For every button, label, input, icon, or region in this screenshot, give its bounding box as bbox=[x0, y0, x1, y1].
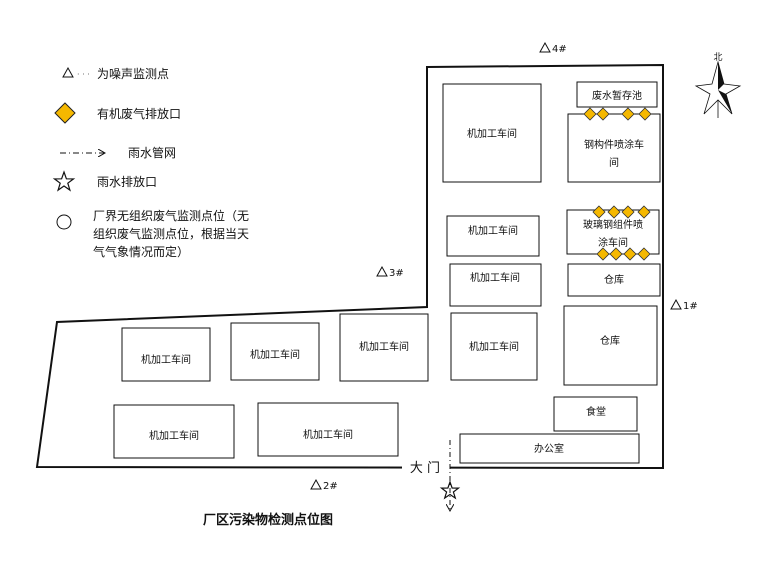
building-office bbox=[459, 433, 640, 464]
building-warehouse-1-label: 仓库 bbox=[604, 273, 624, 286]
legend-fugitive-line2: 组织废气监测点位，根据当天 bbox=[93, 226, 249, 241]
noise-point-4-label: 4# bbox=[552, 44, 567, 55]
fugitive-point-icon bbox=[56, 214, 72, 230]
building-wastewater-pool-label: 废水暂存池 bbox=[592, 89, 642, 102]
legend-dots: · · · bbox=[77, 70, 90, 79]
organic-exhaust-diamond bbox=[607, 205, 621, 219]
legend-pipe-label: 雨水管网 bbox=[128, 145, 176, 160]
noise-point-2-icon bbox=[310, 478, 322, 490]
building-machining-8 bbox=[113, 404, 235, 459]
building-machining-2 bbox=[446, 215, 540, 257]
main-gate-label: 大 门 bbox=[410, 461, 440, 476]
building-machining-3-label: 机加工车间 bbox=[470, 271, 520, 284]
noise-points: 4# 3# 1# 2# bbox=[310, 41, 698, 492]
building-machining-6-label: 机加工车间 bbox=[359, 340, 409, 353]
legend-organic-label: 有机废气排放口 bbox=[97, 106, 181, 121]
building-canteen-label: 食堂 bbox=[586, 405, 606, 418]
diagram-title: 厂区污染物检测点位图 bbox=[203, 512, 333, 528]
rain-outlet-star-icon bbox=[439, 480, 461, 500]
building-warehouse-1 bbox=[567, 263, 661, 297]
building-machining-4 bbox=[121, 327, 211, 382]
noise-point-1-icon bbox=[670, 298, 682, 310]
building-machining-3 bbox=[449, 263, 542, 307]
building-machining-2-label: 机加工车间 bbox=[468, 224, 518, 237]
building-machining-6 bbox=[339, 313, 429, 382]
building-frp-coating-label2: 涂车间 bbox=[598, 236, 628, 249]
legend-noise-label: 为噪声监测点 bbox=[97, 67, 169, 81]
main-gate: 大 门 bbox=[402, 460, 450, 476]
organic-exhaust-diamond bbox=[609, 247, 623, 261]
building-machining-5 bbox=[230, 322, 320, 381]
organic-exhaust-diamond bbox=[583, 107, 597, 121]
organic-exhaust-diamond bbox=[637, 205, 651, 219]
rain-outlet-icon bbox=[52, 170, 76, 192]
building-machining-5-label: 机加工车间 bbox=[250, 348, 300, 361]
building-office-label: 办公室 bbox=[534, 442, 564, 455]
building-wastewater-pool bbox=[576, 81, 658, 108]
building-machining-7-label: 机加工车间 bbox=[469, 340, 519, 353]
legend: · · · 为噪声监测点 有机废气排放口 雨水管网 雨水排放口 厂界无组织废气监… bbox=[52, 66, 249, 259]
organic-exhaust-diamond bbox=[596, 247, 610, 261]
organic-exhaust-diamond bbox=[637, 247, 651, 261]
noise-point-2-label: 2# bbox=[323, 481, 338, 492]
building-machining-4-label: 机加工车间 bbox=[141, 353, 191, 366]
north-arrow: 北 bbox=[694, 52, 742, 118]
building-steel-coating bbox=[567, 113, 661, 183]
legend-fugitive-line1: 厂界无组织废气监测点位（无 bbox=[93, 208, 249, 223]
building-machining-9 bbox=[257, 402, 399, 457]
building-steel-coating-label1: 钢构件喷涂车 bbox=[584, 138, 644, 151]
noise-point-4-icon bbox=[539, 41, 551, 53]
building-warehouse-2-label: 仓库 bbox=[600, 334, 620, 347]
site-boundary bbox=[35, 63, 664, 470]
building-machining-7 bbox=[450, 312, 538, 381]
north-label: 北 bbox=[713, 52, 722, 63]
noise-point-icon bbox=[62, 66, 74, 78]
building-machining-8-label: 机加工车间 bbox=[149, 429, 199, 442]
building-canteen bbox=[553, 396, 638, 432]
organic-exhaust-diamond bbox=[623, 247, 637, 261]
building-steel-coating-label2: 间 bbox=[609, 156, 619, 169]
building-warehouse-2 bbox=[563, 305, 658, 386]
noise-point-1-label: 1# bbox=[683, 301, 698, 312]
organic-exhaust-diamond bbox=[621, 205, 635, 219]
building-machining-1-label: 机加工车间 bbox=[467, 127, 517, 140]
building-frp-coating-label1: 玻璃钢组件喷 bbox=[583, 218, 643, 231]
organic-exhaust-diamond bbox=[638, 107, 652, 121]
building-machining-9-label: 机加工车间 bbox=[303, 428, 353, 441]
legend-outlet-label: 雨水排放口 bbox=[97, 174, 157, 189]
building-machining-1 bbox=[442, 83, 542, 183]
noise-point-3-icon bbox=[376, 265, 388, 277]
organic-exhaust-diamond bbox=[592, 205, 606, 219]
buildings: 机加工车间 废水暂存池 钢构件喷涂车 间 机加工车间 玻璃钢组件喷 涂车间 机加… bbox=[113, 81, 661, 464]
organic-exhaust-icon bbox=[54, 102, 76, 124]
legend-fugitive-line3: 气气象情况而定） bbox=[93, 244, 189, 259]
organic-exhaust-points bbox=[583, 107, 652, 261]
organic-exhaust-diamond bbox=[596, 107, 610, 121]
noise-point-3-label: 3# bbox=[389, 268, 404, 279]
organic-exhaust-diamond bbox=[621, 107, 635, 121]
